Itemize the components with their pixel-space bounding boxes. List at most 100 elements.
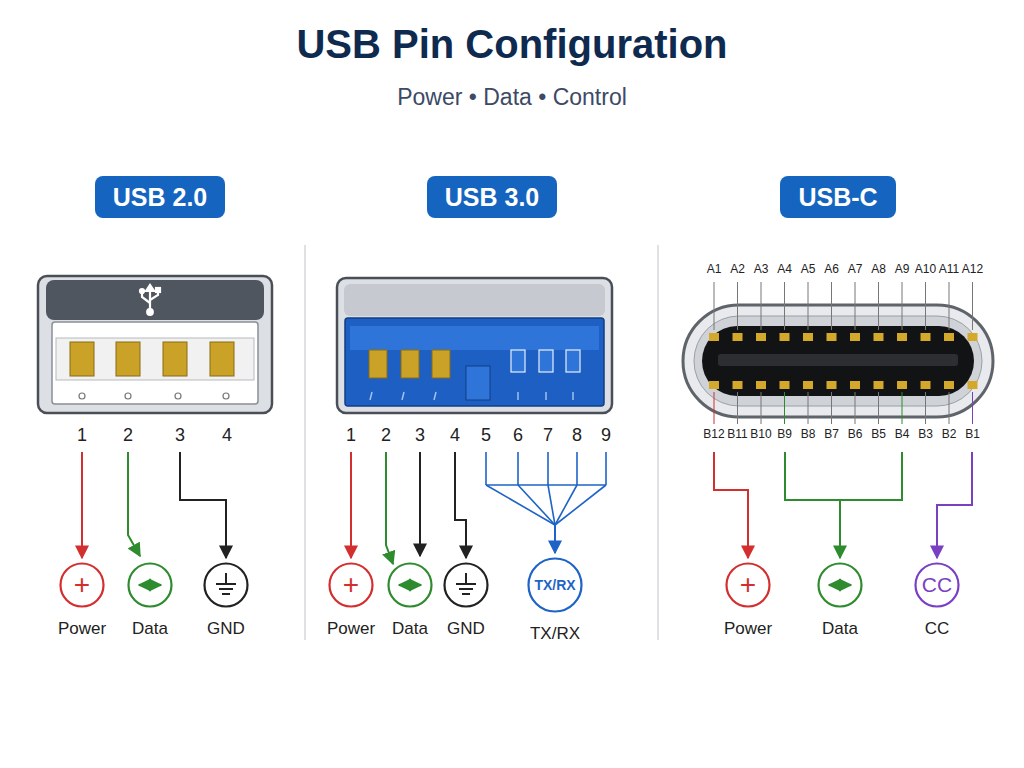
pin-number: 6 [513, 426, 523, 446]
circle-outline [203, 562, 249, 608]
usb3-connector [572, 392, 574, 400]
contact-pin [756, 333, 766, 341]
ground-symbol [225, 573, 227, 584]
wire [350, 452, 352, 558]
wire [128, 452, 140, 556]
usb3-connector [434, 392, 436, 400]
usb2-connector [38, 276, 272, 413]
signal-circle: Data [105, 562, 195, 648]
signal-name: GND [421, 619, 511, 639]
usb-symbol [147, 309, 153, 315]
wire [937, 452, 972, 558]
contact-pin [780, 333, 790, 341]
pin-number: A6 [824, 263, 839, 276]
pin-number: A11 [939, 263, 959, 276]
contact-pin [921, 333, 931, 341]
leader-line [761, 392, 762, 424]
pin-number: A9 [895, 263, 910, 276]
leader-line [761, 282, 762, 330]
usb-symbol [156, 288, 160, 292]
pin-number: A7 [848, 263, 863, 276]
usb2-connector [163, 342, 187, 376]
leader-line [737, 282, 738, 330]
signal-circle: GND [181, 562, 271, 648]
signal-name: GND [181, 619, 271, 639]
circle-outline [389, 564, 432, 607]
contact-pin [850, 333, 860, 341]
contact-pin [944, 333, 954, 341]
usbc-connector [683, 282, 993, 424]
wire [547, 452, 549, 485]
pin-number: 8 [572, 426, 582, 446]
usb2-connector [116, 342, 140, 376]
wire [82, 452, 972, 564]
leader-line [972, 392, 973, 424]
section-badge: USB 3.0 [427, 176, 557, 218]
pin-number: A5 [801, 263, 816, 276]
circle-outline [387, 562, 433, 608]
leader-line [902, 282, 903, 330]
circle-outline [819, 564, 862, 607]
wire [785, 452, 902, 500]
usb2-connector [38, 276, 272, 413]
contact-pin [733, 333, 743, 341]
pin-number: A1 [707, 263, 722, 276]
usb2-connector [79, 393, 229, 399]
usb-symbol [140, 289, 144, 293]
wire [518, 485, 555, 525]
circle-outline [127, 562, 173, 608]
pin-number: A3 [754, 263, 769, 276]
leader-line [831, 392, 832, 424]
signal-circle: +Power [306, 562, 396, 648]
usb-symbol [146, 285, 154, 291]
pin-number: 1 [77, 426, 87, 446]
signal-circle: +Power [37, 562, 127, 648]
signal-circle: Data [795, 562, 885, 648]
ground-symbol [216, 583, 236, 585]
leader-line [902, 392, 903, 424]
wire [839, 500, 841, 558]
pin-number: B6 [848, 428, 863, 441]
pin-number: B12 [703, 428, 724, 441]
signal-symbol: TX/RX [510, 557, 600, 613]
pin-number: 4 [450, 426, 460, 446]
pin-number: 3 [175, 426, 185, 446]
pin-number: B2 [942, 428, 957, 441]
pin-number: B8 [801, 428, 816, 441]
signal-name: Data [795, 619, 885, 639]
wire [576, 452, 578, 485]
usbc-connector [683, 305, 993, 417]
contact-pin [850, 381, 860, 389]
usb3-connector [369, 350, 450, 378]
usb2-connector [56, 338, 254, 380]
pin-number: B7 [824, 428, 839, 441]
pin-number: 2 [381, 426, 391, 446]
usb2-connector [46, 280, 264, 320]
wire [81, 452, 83, 558]
wire [517, 452, 519, 485]
pin-number: 9 [601, 426, 611, 446]
contact-pin [897, 333, 907, 341]
usb3-connector [432, 350, 450, 378]
pin-number: B1 [965, 428, 980, 441]
usbc-connector [714, 282, 973, 424]
leader-line [855, 392, 856, 424]
section-badge: USB 2.0 [95, 176, 225, 218]
ground-symbol [459, 588, 473, 590]
section-title: USB 2.0 [113, 182, 207, 212]
pin-number: 7 [543, 426, 553, 446]
pin-number: A4 [777, 263, 792, 276]
pin-number: B5 [871, 428, 886, 441]
pin-number: 5 [481, 426, 491, 446]
circle-outline [445, 564, 488, 607]
pin-number: B10 [750, 428, 771, 441]
data-symbol [829, 584, 851, 586]
contact-pin [827, 333, 837, 341]
usb3-connector [517, 392, 519, 400]
leader-line [714, 392, 715, 424]
signal-symbol: + [37, 562, 127, 608]
wire [486, 484, 606, 486]
usb2-connector [79, 393, 85, 399]
leader-line [855, 282, 856, 330]
